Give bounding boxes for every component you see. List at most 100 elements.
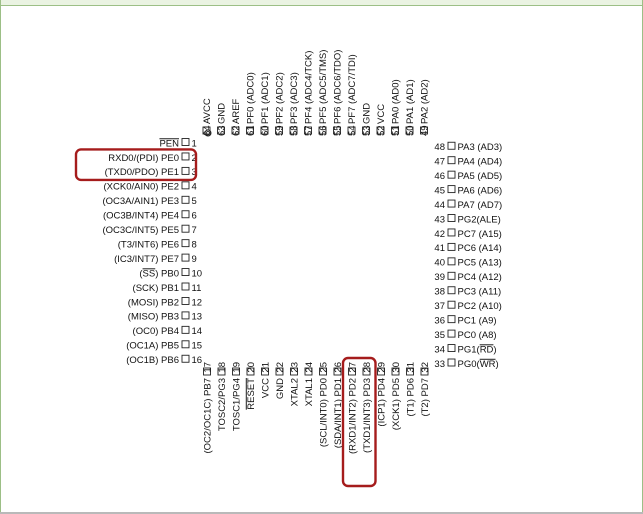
pin-number: 58 <box>289 125 300 136</box>
pin-label: PC3 (A11) <box>458 287 502 298</box>
pin-label: AREF <box>231 98 242 124</box>
pin-label: (OC3C/INT5) PE5 <box>102 225 179 236</box>
pin-box <box>181 311 190 320</box>
pin-label: PA5 (AD5) <box>458 171 503 182</box>
pin-box <box>181 224 190 233</box>
pin-label: PF4 (ADC4/TCK) <box>303 51 314 124</box>
pin-label: PF0 (ADC0) <box>245 72 256 124</box>
pin-label: (TXD1/INT3) PD3 <box>362 378 373 453</box>
pin-number: 42 <box>434 229 445 240</box>
pin-box <box>447 185 456 194</box>
pin-box <box>447 329 456 338</box>
pin-label: PF7 (ADC7/TDI) <box>347 54 358 124</box>
pin-number: 55 <box>332 125 343 136</box>
pin-box <box>275 367 284 376</box>
pin-number: 16 <box>192 355 203 366</box>
pin-number: 52 <box>376 125 387 136</box>
pin-box <box>420 367 429 376</box>
pin-label: PG1(RD) <box>458 344 497 355</box>
pin-number: 31 <box>405 362 416 373</box>
pin-box <box>406 367 414 376</box>
pin-label: PA6 (AD6) <box>458 185 503 196</box>
pin-box <box>447 300 456 309</box>
pin-box <box>447 156 456 165</box>
pin-label: (OC0) PB4 <box>133 326 179 337</box>
pin-box <box>181 325 190 334</box>
pin-number: 33 <box>434 359 445 370</box>
pin-label: (SCL/INT0) PD0 <box>318 378 329 447</box>
pin-label: PF6 (ADC6/TDO) <box>332 50 343 124</box>
pin-label: (XCK1) PD5 <box>391 378 402 430</box>
pin-number: 12 <box>192 297 203 308</box>
pin-number: 4 <box>192 182 197 193</box>
pin-number: 23 <box>289 362 300 373</box>
pin-number: 30 <box>391 362 402 373</box>
pin-label: PG2(ALE) <box>458 214 501 225</box>
pin-label: PA7 (AD7) <box>458 200 503 211</box>
pin-box <box>181 253 190 262</box>
pin-number: 35 <box>434 330 445 341</box>
pin-label: (OC1B) PB6 <box>126 355 179 366</box>
pin-box <box>181 354 190 363</box>
pin-label: (XCK0/AIN0) PE2 <box>104 182 180 193</box>
pin-box <box>447 315 456 324</box>
pin-number: 63 <box>216 125 227 136</box>
pin-number: 36 <box>434 315 445 326</box>
pin-number: 11 <box>192 283 202 294</box>
pin-label: VCC <box>376 104 387 124</box>
pin-label: PC0 (A8) <box>458 330 497 341</box>
pin-box <box>304 126 312 135</box>
pin-number: 21 <box>260 362 271 373</box>
pin-box <box>447 344 456 352</box>
pin-number: 34 <box>434 344 445 355</box>
pin-label: (OC2/OC1C) PB7 <box>202 378 213 454</box>
pin-box <box>217 126 225 135</box>
pin-label: PC1 (A9) <box>458 315 497 326</box>
pin-label: PA3 (AD3) <box>458 142 503 153</box>
pin-number: 38 <box>434 287 445 298</box>
pin-number: 1 <box>192 138 197 149</box>
pin-box <box>181 210 190 219</box>
pin-number: 60 <box>260 125 271 136</box>
pin-box <box>181 282 190 291</box>
pin-box <box>181 166 190 175</box>
pin-number: 54 <box>347 125 358 136</box>
pin-number: 59 <box>274 125 285 136</box>
pin-box <box>246 126 254 135</box>
highlight-box <box>341 356 377 488</box>
pin-label: TOSC2/PG3 <box>217 378 228 431</box>
pin-box <box>181 340 190 349</box>
highlight-group <box>74 148 377 488</box>
pin-label: AVCC <box>202 98 213 124</box>
pin-label: (T1) PD6 <box>405 378 416 417</box>
pin-label: GND <box>275 378 286 399</box>
pin-label: (IC3/INT7) PE7 <box>114 254 179 265</box>
pin-number: 39 <box>434 272 445 283</box>
pin-number: 7 <box>192 225 197 236</box>
pin-number: 50 <box>405 125 416 136</box>
pin-box <box>203 367 211 376</box>
pin-number: 49 <box>419 125 430 136</box>
pin-box <box>217 367 226 376</box>
pin-label: (TXD0/PDO) PE1 <box>105 167 179 178</box>
pin-number: 10 <box>192 268 203 279</box>
pin-label: PF2 (ADC2) <box>274 72 285 124</box>
pin-label: (T2) PD7 <box>420 378 431 417</box>
pin-number: 40 <box>434 258 445 269</box>
pin-box <box>181 297 190 305</box>
pin-label: PA2 (AD2) <box>419 79 430 124</box>
pin-label: (MISO) PB3 <box>128 312 179 323</box>
pin-label: PC2 (A10) <box>458 301 502 312</box>
pin-label: RXD0/(PDI) PE0 <box>108 153 179 164</box>
pin-number: 62 <box>231 125 242 136</box>
pin-number: 6 <box>192 211 197 222</box>
pin-box <box>231 126 240 135</box>
pin-number: 41 <box>434 243 445 254</box>
pin-box <box>181 239 190 248</box>
pin-label: (T3/INT6) PE6 <box>118 239 179 250</box>
pin-number: 18 <box>217 362 228 373</box>
pin-label: RESET <box>246 378 257 410</box>
pin-box <box>181 268 190 276</box>
pin-label: PF5 (ADC5/TMS) <box>318 50 329 124</box>
